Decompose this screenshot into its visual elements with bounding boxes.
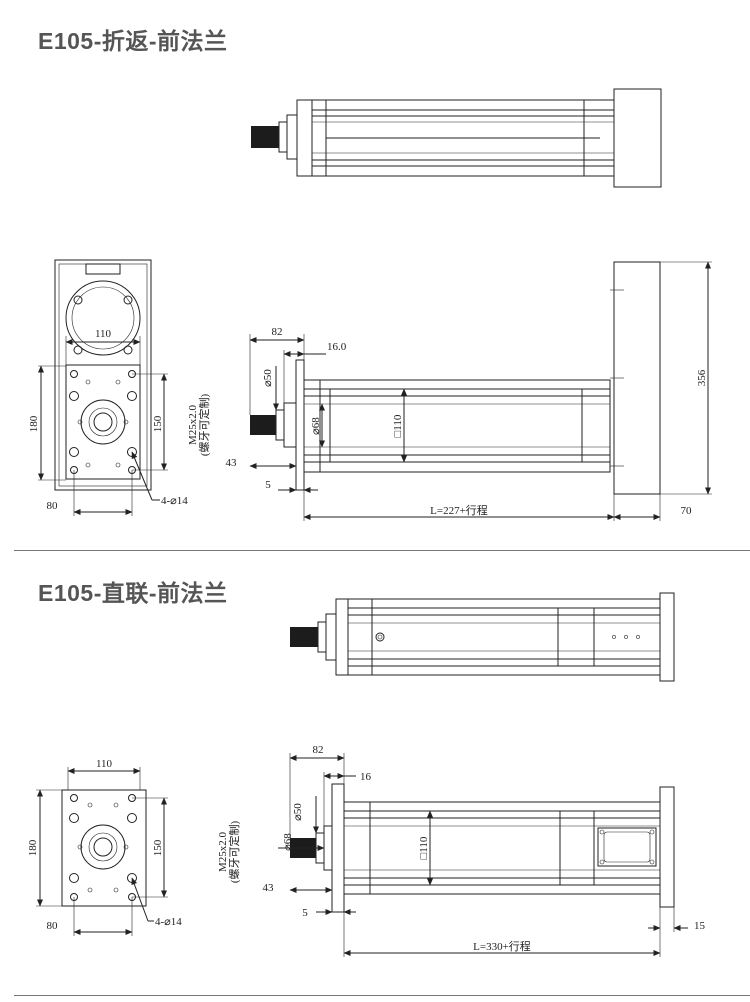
dim-70-side-1: 70 [681, 505, 693, 517]
holes-label-1: 4-⌀14 [161, 495, 188, 507]
dim-80-front-1: 80 [47, 500, 59, 512]
dim-length-side-2: L=330+行程 [473, 940, 531, 953]
folded-top-view [251, 88, 662, 188]
dim-16-side-2: 16 [360, 771, 372, 783]
dim-356-side-1: 356 [696, 369, 708, 386]
dim-180-front-2: 180 [27, 839, 39, 856]
section-title-direct: E105-直联-前法兰 [38, 580, 228, 606]
dim-82-side-2: 82 [313, 744, 324, 756]
dim-80-front-2: 80 [47, 920, 59, 932]
thread-label-1: M25x2.0 [187, 404, 199, 445]
dim-82-side-1: 82 [272, 326, 283, 338]
direct-side-view [278, 753, 688, 957]
dim-length-side-1: L=227+行程 [430, 504, 488, 517]
dim-5-side-1: 5 [265, 479, 271, 491]
folded-front-view [38, 259, 168, 516]
dim-43-side-2: 43 [263, 882, 275, 894]
section-divider-bottom [14, 995, 750, 996]
section-divider-top [14, 550, 750, 551]
dim-150-front-2: 150 [152, 839, 164, 856]
shaft-thread-top-1 [251, 126, 279, 148]
dim-43-side-1: 43 [226, 457, 238, 469]
dim-180-front-1: 180 [28, 415, 40, 432]
dim-110-front-2: 110 [96, 758, 113, 770]
thread-label-2: M25x2.0 [217, 831, 229, 872]
dim-110-front-1: 110 [95, 328, 112, 340]
dim-phi50-side-1: ⌀50 [262, 369, 274, 387]
dim-5-side-2: 5 [302, 907, 308, 919]
section-title-folded: E105-折返-前法兰 [38, 28, 228, 54]
flange-side-1 [295, 359, 305, 491]
dim-square110-side-2: □110 [418, 836, 430, 859]
dim-phi50-side-2: ⌀50 [292, 803, 304, 821]
dim-phi68-side-2: ⌀68 [282, 833, 294, 851]
direct-front-view [36, 767, 168, 936]
holes-label-2: 4-⌀14 [155, 916, 182, 928]
thread-note-1: (螺牙可定制) [197, 394, 211, 457]
return-pulley-box-top [613, 88, 662, 188]
direct-top-view [290, 592, 675, 682]
thread-note-2: (螺牙可定制) [227, 821, 241, 884]
flange-side-2 [331, 783, 345, 913]
dim-15-side-2: 15 [694, 920, 706, 932]
dim-150-front-1: 150 [152, 415, 164, 432]
dim-16-side-1: 16.0 [327, 341, 347, 353]
folded-side-view [249, 261, 712, 521]
dim-phi68-side-1: ⌀68 [310, 417, 322, 435]
dim-square110-side-1: □110 [392, 414, 404, 437]
